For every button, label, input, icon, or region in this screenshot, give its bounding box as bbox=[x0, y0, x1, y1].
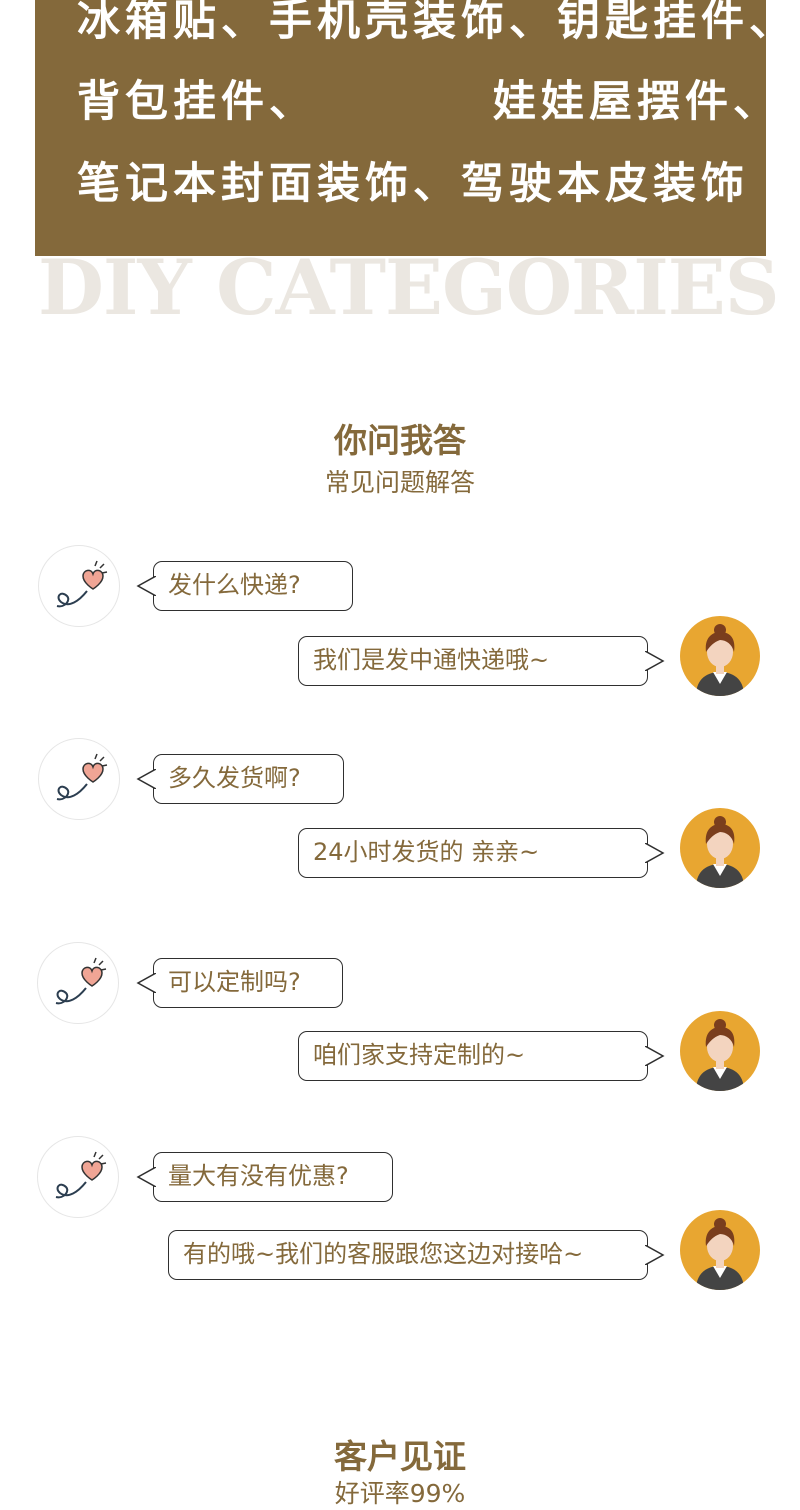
service-agent-avatar-icon bbox=[680, 616, 760, 696]
diy-categories-watermark: DIY CATEGORIES bbox=[38, 243, 780, 332]
answer-bubble-4: 有的哦~我们的客服跟您这边对接哈~ bbox=[168, 1230, 665, 1280]
answer-text-4: 有的哦~我们的客服跟您这边对接哈~ bbox=[183, 1240, 584, 1268]
customer-avatar-icon bbox=[38, 545, 120, 627]
answer-bubble-3: 咱们家支持定制的~ bbox=[298, 1031, 665, 1081]
answer-bubble-2: 24小时发货的 亲亲~ bbox=[298, 828, 665, 878]
customer-avatar-icon bbox=[37, 942, 119, 1024]
faq-subtitle: 常见问题解答 bbox=[324, 468, 475, 497]
faq-title: 你问我答 bbox=[334, 421, 466, 460]
question-text-2: 多久发货啊? bbox=[168, 764, 301, 792]
question-bubble-2: 多久发货啊? bbox=[136, 754, 344, 804]
question-bubble-1: 发什么快递? bbox=[136, 561, 353, 611]
banner-line-2b: 娃娃屋摆件、 bbox=[493, 77, 781, 127]
banner-line-2a: 背包挂件、 bbox=[77, 77, 317, 127]
customer-avatar-icon bbox=[37, 1136, 119, 1218]
answer-text-2: 24小时发货的 亲亲~ bbox=[313, 838, 540, 866]
service-agent-avatar-icon bbox=[680, 1210, 760, 1290]
banner-line-3: 笔记本封面装饰、驾驶本皮装饰 bbox=[77, 159, 749, 209]
customer-avatar-icon bbox=[38, 738, 120, 820]
question-text-4: 量大有没有优惠? bbox=[168, 1162, 349, 1190]
testimonials-subtitle: 好评率99% bbox=[334, 1479, 466, 1508]
answer-text-1: 我们是发中通快递哦~ bbox=[313, 646, 550, 674]
testimonials-title: 客户见证 bbox=[334, 1437, 466, 1476]
question-bubble-4: 量大有没有优惠? bbox=[136, 1152, 393, 1202]
service-agent-avatar-icon bbox=[680, 1011, 760, 1091]
answer-bubble-1: 我们是发中通快递哦~ bbox=[298, 636, 665, 686]
service-agent-avatar-icon bbox=[680, 808, 760, 888]
question-text-3: 可以定制吗? bbox=[168, 968, 301, 996]
categories-banner: 冰箱贴、手机壳装饰、钥匙挂件、 背包挂件、 娃娃屋摆件、 笔记本封面装饰、驾驶本… bbox=[35, 0, 792, 256]
question-bubble-3: 可以定制吗? bbox=[136, 958, 343, 1008]
answer-text-3: 咱们家支持定制的~ bbox=[313, 1041, 526, 1069]
question-text-1: 发什么快递? bbox=[168, 571, 301, 599]
banner-line-1: 冰箱贴、手机壳装饰、钥匙挂件、 bbox=[77, 0, 797, 46]
